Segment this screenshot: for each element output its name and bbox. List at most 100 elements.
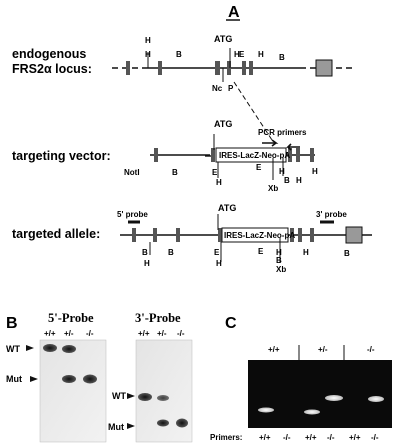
site-h: H <box>145 50 151 59</box>
genotype-label: -/- <box>177 329 185 338</box>
blot-5prime <box>39 339 107 443</box>
wt-label-right: WT <box>112 391 126 401</box>
mut-label-left: Mut <box>6 374 22 384</box>
alignment-dash <box>233 81 273 141</box>
band-mut <box>157 419 169 427</box>
end-exon-box <box>315 59 333 77</box>
pcr-band-mut <box>325 395 343 401</box>
site-h: H <box>216 178 222 187</box>
exon <box>296 148 300 162</box>
band-wt <box>157 395 169 401</box>
exon <box>153 228 157 242</box>
exon <box>310 228 314 242</box>
exon <box>132 228 136 242</box>
site-noti: NotI <box>124 168 140 177</box>
cassette-label: IRES-LacZ-Neo-pA <box>219 151 290 160</box>
group-label: -/- <box>367 345 375 354</box>
row1-label-line2: FRS2α locus: <box>12 62 92 76</box>
row1-label-line1: endogenous <box>12 47 86 61</box>
site-xb: Xb <box>276 265 286 274</box>
site-e: E <box>212 168 218 177</box>
probe5-title: 5'-Probe <box>48 311 94 325</box>
exon <box>242 61 246 75</box>
pcr-band-wt <box>258 407 274 413</box>
site-h: H <box>216 259 222 268</box>
exon <box>215 61 220 75</box>
exon <box>249 61 253 75</box>
site-h: H <box>312 167 318 176</box>
exon <box>158 61 162 75</box>
atg-label-row1: ATG <box>214 34 232 44</box>
band-wt <box>62 345 76 353</box>
cassette-label: IRES-LacZ-Neo-pA <box>224 231 295 240</box>
exon <box>218 228 222 242</box>
site-h: H <box>296 176 302 185</box>
site-xb: Xb <box>268 184 278 193</box>
site-e: E <box>239 50 245 59</box>
cassette-box <box>215 147 287 163</box>
targeting-vector-map <box>150 134 315 180</box>
exon <box>154 148 158 162</box>
exon <box>176 228 180 242</box>
genotype-label: -/- <box>86 329 94 338</box>
genotype-label: +/+ <box>44 329 56 338</box>
primer-arrow-reverse <box>286 143 300 151</box>
site-h: H <box>144 259 150 268</box>
mut-arrow-right <box>127 423 135 429</box>
site-h: H <box>276 248 282 257</box>
probe3-label: 3' probe <box>316 210 347 219</box>
pcr-primers-label: PCR primers <box>258 128 307 137</box>
genotype-label: +/+ <box>138 329 150 338</box>
primer-label: +/+ <box>349 433 361 442</box>
end-exon-box <box>345 226 363 244</box>
band-mut <box>62 375 76 383</box>
site-p: P <box>228 84 234 93</box>
site-b: B <box>284 176 290 185</box>
row3-label: targeted allele: <box>12 227 100 241</box>
genotype-label: +/- <box>64 329 74 338</box>
genotype-label: +/- <box>157 329 167 338</box>
site-h: H <box>145 36 151 45</box>
primer-label: -/- <box>371 433 379 442</box>
band-wt <box>138 393 152 401</box>
primer-arrow-forward <box>262 139 279 147</box>
band-mut <box>176 418 188 428</box>
endogenous-locus-map <box>112 48 355 82</box>
probe5-label: 5' probe <box>117 210 148 219</box>
site-e: E <box>258 247 264 256</box>
primer-label: -/- <box>283 433 291 442</box>
probe3-title: 3'-Probe <box>135 311 181 325</box>
site-h: H <box>258 50 264 59</box>
pcr-gel <box>248 360 392 428</box>
targeted-allele-map <box>120 214 372 262</box>
primer-label: +/+ <box>259 433 271 442</box>
exon <box>298 228 302 242</box>
group-label: +/- <box>318 345 328 354</box>
panel-b-letter: B <box>6 315 18 332</box>
site-b: B <box>142 248 148 257</box>
atg-label-row2: ATG <box>214 119 232 129</box>
exon <box>310 148 314 162</box>
wt-arrow-left <box>26 345 34 351</box>
exon <box>288 148 292 162</box>
cassette-box <box>221 227 289 243</box>
primer-label: -/- <box>327 433 335 442</box>
group-label: +/+ <box>268 345 280 354</box>
pcr-band-mut <box>368 396 384 402</box>
site-e: E <box>256 163 262 172</box>
site-b: B <box>276 256 282 265</box>
exon <box>211 148 215 162</box>
mut-arrow-left <box>30 376 38 382</box>
band-mut <box>83 374 97 384</box>
primer-label: +/+ <box>305 433 317 442</box>
atg-label-row3: ATG <box>218 203 236 213</box>
wt-label-left: WT <box>6 344 20 354</box>
wt-arrow-right <box>127 393 135 399</box>
site-nc: Nc <box>212 84 223 93</box>
site-e: E <box>214 248 220 257</box>
exon <box>227 61 231 75</box>
site-h: H <box>234 50 240 59</box>
pcr-band-wt <box>304 409 320 415</box>
panel-c-letter: C <box>225 315 237 332</box>
